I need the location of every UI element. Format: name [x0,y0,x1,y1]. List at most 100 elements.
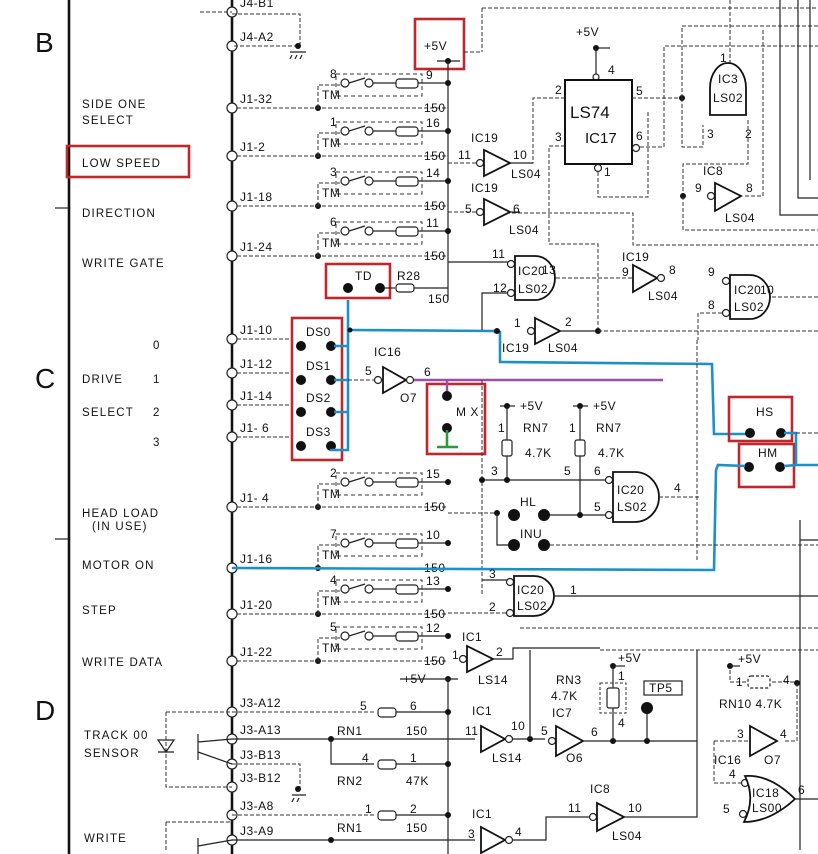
ic-type: LS74 [570,103,610,122]
highlight-hs [727,395,794,443]
terminator-value: 150 [424,607,446,621]
connector-pin[interactable] [226,333,238,345]
terminator-label: TM [322,186,340,200]
terminator-label: TM [322,487,340,501]
signal-low-speed: LOW SPEED [82,158,161,170]
pin: 2 [410,802,417,816]
terminator-value: 150 [424,149,446,163]
highlight-td [324,262,392,300]
connector-pin[interactable] [226,367,238,379]
pin: 1 [569,421,576,435]
jumper-pin[interactable] [326,407,336,417]
connector-label: J1-10 [240,323,273,337]
connector-pin[interactable] [226,431,238,443]
pin: 4 [674,481,681,495]
ic-label: IC8 [703,164,723,178]
ic-label: IC8 [590,782,610,796]
jumper-pin[interactable] [744,462,754,472]
jumper-pin[interactable] [343,283,353,293]
jumper-pin[interactable] [776,428,786,438]
connector-pin[interactable] [226,200,238,212]
jumper-pin[interactable] [326,341,336,351]
connector-pin[interactable] [226,399,238,411]
junction [295,43,301,49]
zone-label-b: B [35,27,54,58]
resistor-label: RN1 [337,821,363,835]
pin: 1 [365,802,372,816]
pin: 14 [426,166,440,180]
jumper-pin[interactable] [375,283,385,293]
jumper-pin[interactable] [538,509,550,521]
terminator-value: 150 [424,654,446,668]
connector-pin[interactable] [226,150,238,162]
pin: 11 [492,247,505,261]
jumper-pin[interactable] [296,407,306,417]
connector-pin[interactable] [226,501,238,513]
resistor-value: 4.7K [598,446,625,460]
r28-label: R28 [397,269,421,283]
resistor-label: RN3 [556,673,582,687]
pin: 6 [330,215,337,229]
gate-ic8-b: IC8 11 10 LS04 [568,650,698,843]
terminator-value: 150 [424,249,446,263]
jumper-pin[interactable] [296,341,306,351]
power-label: +5V [403,672,426,686]
jumper-pin[interactable] [538,539,550,551]
jumper-ds-label: DS3 [306,425,331,439]
connector-pin[interactable] [226,250,238,262]
pin: 11 [465,724,478,738]
ic-type: LS02 [517,599,547,613]
connector-label: J1-32 [240,92,273,106]
jumper-mx-label: M X [456,405,479,419]
jumper-pin[interactable] [442,423,452,433]
pin: 10 [628,801,642,815]
bus-lines [520,340,818,651]
ic-label: IC3 [718,72,738,86]
pin: 5 [541,724,548,738]
connector-pin[interactable] [226,608,238,620]
jumper-pin[interactable] [296,375,306,385]
gate-ic1-b: IC1 11 10 LS14 [465,650,545,765]
pin: 4 [783,673,790,687]
jumper-pin[interactable] [775,462,785,472]
power-label: +5V [520,399,543,413]
resistor-r28 [395,283,415,293]
jumper-pin[interactable] [508,539,520,551]
ic-label: IC20 [517,583,544,597]
connector-pin[interactable] [226,655,238,667]
signal-select: SELECT [82,115,134,127]
testpoint-tp5[interactable]: TP5 [641,680,683,741]
ic-type: O6 [566,751,583,765]
jumper-pin[interactable] [442,391,452,401]
connector-pins: J4-B1J4-A2J1-32J1-2J1-18J1-24J1-10J1-12J… [226,0,292,846]
connector-pin[interactable] [226,102,238,114]
ic17-flipflop: +5V 4 LS74 IC17 2 3 5 6 1 [464,7,818,331]
terminator-label: TM [322,88,340,102]
power-label: +5V [738,652,761,666]
connector-label: J1-22 [240,645,273,659]
pin: 8 [669,263,676,277]
terminator-label: TM [322,136,340,150]
signal-motor-on: MOTOR ON [82,560,155,572]
pin: 13 [426,574,440,588]
pin: 4 [330,573,337,587]
ic-label: IC7 [552,706,572,720]
jumper-pin[interactable] [326,441,336,451]
resistor-label: RN10 4.7K [719,697,782,711]
connector-label: J1- 6 [240,421,269,435]
pin: 9 [622,265,629,279]
jumper-pin[interactable] [326,375,336,385]
ic-type: LS02 [713,91,743,105]
pin: 2 [496,645,503,659]
signal-direction: DIRECTION [82,208,156,220]
ground-icon [437,430,458,449]
jumper-pin[interactable] [296,441,306,451]
track00-sensor-circuit: +5V 5 6 RN1 150 4 1 RN2 47K 1 2 RN1 150 [156,672,475,854]
power-label: +5V [576,25,599,39]
jumper-pin[interactable] [508,509,520,521]
rn3-pullup: +5V 1 4 RN3 4.7K [551,651,641,741]
resistor-value: 4.7K [551,689,578,703]
jumper-pin[interactable] [745,428,755,438]
pin: 1 [604,165,611,179]
jumper-hs-label: HS [756,405,774,419]
